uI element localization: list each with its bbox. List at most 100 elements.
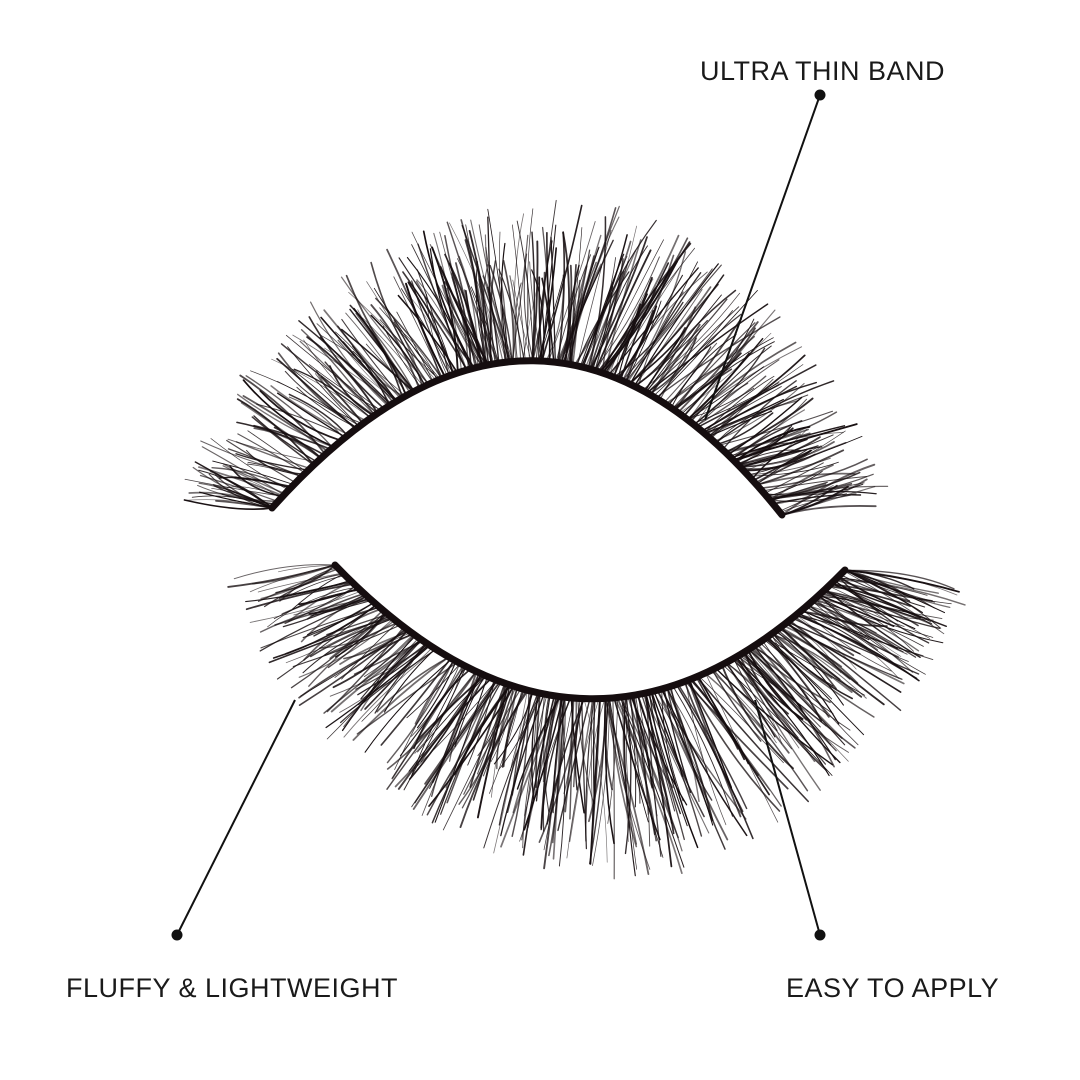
lash-hair	[361, 642, 426, 722]
lash-hair	[227, 438, 318, 463]
lash-hair	[613, 294, 647, 378]
lash-hair	[550, 236, 556, 363]
lash-hair	[765, 636, 875, 718]
lash-hair	[406, 663, 461, 719]
lash-hair	[562, 231, 570, 365]
lash-hair	[643, 692, 710, 834]
lash-hair	[836, 577, 966, 606]
lash-hair	[675, 683, 754, 840]
lash-band	[268, 357, 786, 519]
lash-hair	[688, 678, 733, 789]
lash-hair	[309, 301, 389, 407]
lash-hair	[411, 679, 497, 772]
lash-hair	[724, 397, 814, 454]
lash-hair	[357, 644, 430, 696]
lash-hair	[677, 321, 759, 414]
lash-hair	[668, 686, 700, 803]
lash-hair	[502, 259, 515, 363]
lash-hair	[288, 393, 349, 437]
lash-hair	[422, 230, 475, 369]
lash-hair	[652, 310, 733, 397]
lash-hair	[663, 342, 718, 404]
lash-hair	[833, 579, 916, 630]
lash-hair	[340, 276, 430, 385]
lash-hair	[470, 286, 500, 364]
lash-hair	[604, 697, 613, 791]
lash-hair	[361, 317, 424, 388]
lash-hair	[672, 685, 733, 817]
lash-hair	[623, 696, 636, 877]
lash-hair	[647, 691, 705, 818]
lash-hair	[817, 595, 944, 644]
lash-hair	[714, 667, 834, 766]
lash-hair	[489, 688, 523, 794]
lash-hair	[589, 270, 625, 370]
lash-hair	[728, 433, 802, 457]
lash-hair	[572, 279, 581, 366]
lash-hair	[511, 689, 530, 838]
lash-hair	[487, 216, 492, 366]
lash-hair	[670, 334, 737, 409]
lash-hair	[272, 603, 378, 659]
lash-hair	[802, 609, 892, 672]
lash-hair	[763, 462, 824, 495]
lash-hair	[433, 232, 463, 373]
lash-hair	[235, 453, 310, 471]
lash-hair	[590, 698, 594, 821]
lash-hair	[527, 695, 561, 829]
lash-hair	[263, 573, 345, 608]
lash-hair	[560, 264, 573, 364]
lash-hair	[210, 438, 290, 491]
lash-hair	[807, 604, 898, 666]
lash-hair	[634, 319, 708, 388]
lash-hair	[589, 255, 628, 370]
lash-hair	[743, 651, 841, 764]
lash-hair	[375, 297, 443, 380]
lash-hair	[538, 697, 584, 843]
lash-hair	[603, 239, 642, 375]
lash-hair	[277, 380, 361, 427]
lash-hair	[324, 621, 399, 656]
lash-hair	[226, 439, 297, 484]
lash-hair	[822, 591, 910, 614]
lash-hair	[644, 298, 728, 393]
lash-hair	[417, 675, 487, 753]
lash-hair	[601, 237, 689, 374]
lash-hair	[313, 601, 375, 637]
lash-hair	[576, 229, 612, 367]
lash-hair	[705, 672, 779, 823]
lash-hair	[717, 410, 834, 447]
lash-hair	[259, 598, 371, 633]
lash-hair	[748, 461, 839, 477]
lash-hair	[796, 613, 868, 648]
lash-hair	[546, 697, 585, 825]
lash-hair	[516, 695, 561, 790]
lash-hair	[589, 697, 601, 865]
lash-hair	[819, 594, 891, 624]
lash-hair	[755, 430, 846, 485]
lash-hair	[844, 569, 960, 593]
lash-hair	[629, 695, 637, 808]
callout-left-pointer	[171, 699, 296, 941]
lash-hair	[278, 564, 336, 573]
lash-hair	[556, 255, 595, 364]
lash-hair	[702, 385, 798, 434]
lash-hair	[813, 599, 934, 638]
lash-hair	[319, 336, 391, 407]
lash-hair	[649, 323, 701, 396]
callout-fluffy-lightweight: FLUFFY & LIGHTWEIGHT	[66, 973, 399, 1003]
lash-hair	[778, 482, 865, 512]
lash-hair	[594, 286, 614, 372]
lash-hair	[823, 590, 914, 652]
lash-hair	[326, 626, 405, 713]
lash-hair	[587, 216, 607, 370]
lash-hair	[618, 271, 708, 380]
lash-hair	[629, 286, 712, 386]
lash-hair	[557, 698, 591, 832]
lash-hair	[729, 398, 808, 458]
lash-hair	[319, 334, 406, 397]
lash-hair	[736, 449, 802, 465]
lash-hair	[531, 269, 545, 362]
lash-hair	[463, 687, 522, 795]
